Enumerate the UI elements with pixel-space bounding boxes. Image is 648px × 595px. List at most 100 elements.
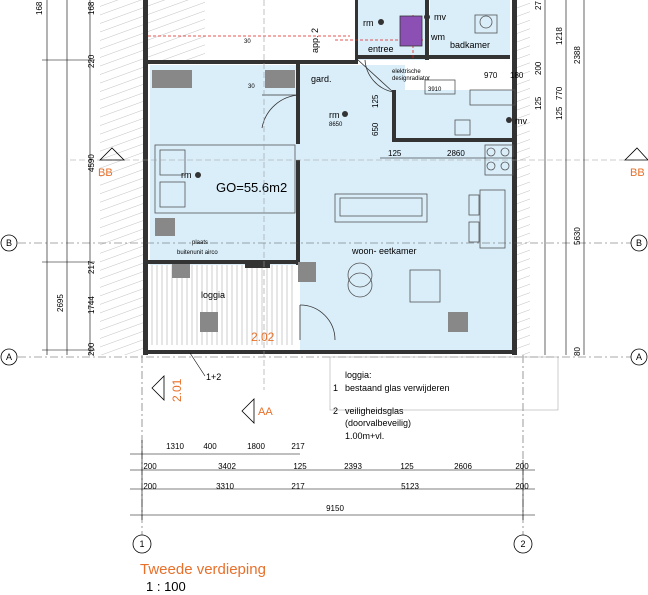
dim-80: 80 — [573, 347, 582, 356]
bottom-dim-r3-2: 217 — [291, 482, 305, 491]
walls — [143, 0, 517, 355]
radiator-line1: elektrische — [392, 69, 421, 75]
bottom-dim-r1-1: 400 — [203, 442, 217, 451]
grid-label-a-right: A — [636, 352, 642, 362]
dim-200-left: 200 — [87, 342, 96, 356]
right-dimension-lines — [544, 0, 585, 355]
grid-bubble-2 — [513, 534, 533, 554]
room-entree: entree — [368, 44, 394, 54]
bed — [154, 144, 296, 214]
annotations: app. 2 rm mv rm 8650 mv rm elektrische d… — [170, 12, 527, 402]
dim-2695: 2695 — [56, 294, 65, 312]
furniture — [154, 14, 516, 303]
airco-line2: buitenunit airco — [177, 250, 218, 256]
bottom-dim-total: 9150 — [326, 504, 344, 513]
section-aa: AA — [258, 406, 273, 418]
bottom-dim-r2-2: 125 — [293, 462, 307, 471]
doors — [261, 59, 394, 341]
section-bb-right: BB — [630, 167, 645, 179]
radiator-code: 3910 — [428, 87, 442, 93]
bottom-dim-r2-4: 125 — [400, 462, 414, 471]
left-dimension-lines — [42, 0, 95, 355]
grid-bubble-a-right — [630, 348, 648, 366]
legend-item2-line3: 1.00m+vl. — [345, 431, 384, 441]
app-label: app. 2 — [310, 28, 320, 53]
grid-label-1: 1 — [139, 539, 144, 549]
section-markers: BB BB AA — [70, 0, 648, 424]
rm-markers — [195, 14, 512, 178]
armchair — [409, 269, 441, 303]
legend-item1-num: 1 — [333, 383, 338, 393]
sofa — [334, 193, 428, 223]
rm-label-top: rm — [363, 18, 374, 28]
dining-table — [479, 189, 506, 249]
height-202: 2.02 — [251, 330, 275, 344]
legend-item1-text: bestaand glas verwijderen — [345, 383, 450, 393]
dim-168b: 168 — [87, 1, 96, 15]
bottom-dimension-labels: 1310 400 1800 217 200 3402 125 2393 125 … — [143, 442, 529, 513]
dim-125b-inner: 125 — [388, 149, 402, 158]
radiator-line2: designradiator — [392, 76, 430, 82]
dim-125-inner: 125 — [371, 94, 380, 108]
mv-label-kitchen: mv — [515, 116, 527, 126]
dim-220: 220 — [87, 54, 96, 68]
mv-label-top: mv — [434, 12, 446, 22]
bottom-dim-r3-4: 200 — [515, 482, 529, 491]
dim-970: 970 — [484, 71, 498, 80]
bottom-dim-r2-1: 3402 — [218, 462, 236, 471]
room-gard: gard. — [311, 74, 332, 84]
dim-217: 217 — [87, 260, 96, 274]
fixtures — [152, 70, 468, 332]
dim-2388: 2388 — [573, 46, 582, 64]
rm-code: 8650 — [329, 122, 343, 128]
dim-2860: 2860 — [447, 149, 465, 158]
bottom-dim-r3-3: 5123 — [401, 482, 419, 491]
dim-770: 770 — [555, 86, 564, 100]
legend-item2-line1: veiligheidsglas — [345, 406, 404, 416]
grid-bubble-b-left — [0, 234, 18, 252]
bottom-dim-r1-2: 1800 — [247, 442, 265, 451]
caption-title: Tweede verdieping — [140, 561, 266, 578]
grid-bubble-a-left — [0, 348, 18, 366]
dim-1744: 1744 — [87, 296, 96, 314]
room-labels: badkamer entree wm gard. woon- eetkamer … — [201, 32, 490, 300]
dim-27: 27 — [534, 1, 543, 10]
small-dim-30a: 30 — [244, 39, 251, 45]
bottom-dim-r1-3: 217 — [291, 442, 305, 451]
legend-title: loggia: — [345, 370, 372, 380]
grid-bubbles — [0, 234, 648, 554]
height-201: 2.01 — [170, 378, 184, 402]
room-fills — [145, 0, 515, 350]
legend-item2-line2: (doorvalbeveilig) — [345, 418, 411, 428]
dim-125-right: 125 — [534, 96, 543, 110]
right-dimension-labels: 27 1218 2388 200 770 125 125 5630 80 — [534, 1, 582, 356]
dim-168: 168 — [35, 1, 44, 15]
bottom-dim-r2-3: 2393 — [344, 462, 362, 471]
rm-label-bedroom: rm — [181, 170, 192, 180]
area-label: GO=55.6m2 — [216, 180, 287, 195]
dim-5630: 5630 — [573, 227, 582, 245]
loggia-legend: 1+2 loggia: 1 bestaand glas verwijderen … — [189, 352, 559, 441]
grid-labels: B B A A 1 2 — [6, 238, 642, 549]
small-dim-30b: 30 — [248, 84, 255, 90]
legend-marker: 1+2 — [206, 372, 221, 382]
dim-1218: 1218 — [555, 27, 564, 45]
dim-125b-right: 125 — [555, 106, 564, 120]
grid-label-b-left: B — [6, 238, 12, 248]
dim-4590: 4590 — [87, 154, 96, 172]
rm-label-gard: rm — [329, 110, 340, 120]
section-bb-left: BB — [98, 167, 113, 179]
bottom-dim-r2-5: 2606 — [454, 462, 472, 471]
room-badkamer: badkamer — [450, 40, 490, 50]
grid-label-2: 2 — [520, 539, 525, 549]
grid-label-b-right: B — [636, 238, 642, 248]
caption-scale: 1 : 100 — [146, 579, 186, 594]
dim-650: 650 — [371, 122, 380, 136]
dim-180: 180 — [510, 71, 524, 80]
bottom-dim-r3-0: 200 — [143, 482, 157, 491]
toilet — [474, 14, 498, 34]
inner-dimension-labels: 970 180 650 125 125 2860 — [371, 71, 524, 159]
room-loggia: loggia — [201, 290, 225, 300]
grid-bubble-1 — [132, 534, 152, 554]
